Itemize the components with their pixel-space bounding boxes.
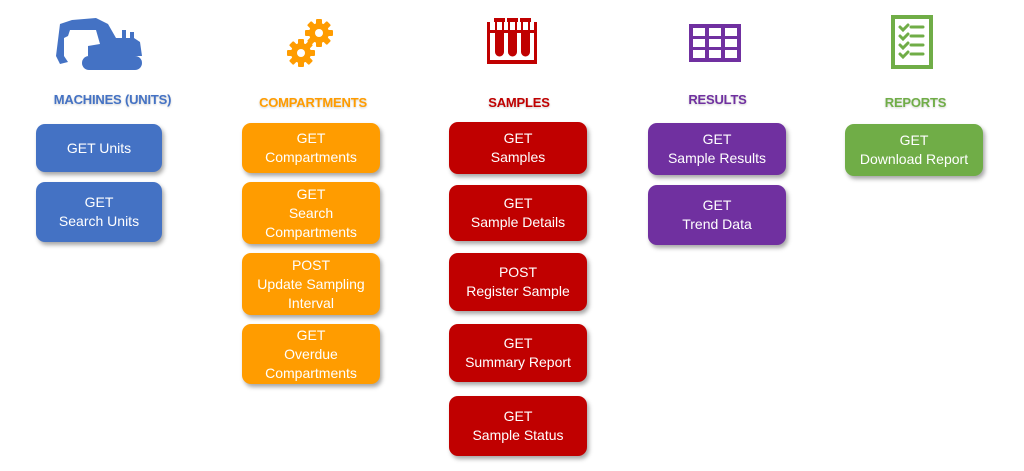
button-label: Samples — [490, 149, 546, 165]
results-heading: RESULTS — [688, 92, 747, 107]
get-samples-button[interactable]: GET Samples — [449, 122, 587, 174]
post-update-sampling-interval-button[interactable]: POST Update Sampling Interval — [242, 253, 380, 315]
button-label: Search Units — [58, 213, 140, 229]
button-label-2: Interval — [288, 294, 334, 311]
button-method: GET — [702, 131, 732, 147]
button-label: Compartments — [265, 149, 357, 165]
button-method: POST — [498, 264, 538, 280]
get-search-compartments-button[interactable]: GET Search Compartments — [242, 182, 380, 244]
table-grid-icon — [689, 24, 741, 62]
button-method: GET — [503, 335, 533, 351]
button-label: Sample Status — [472, 427, 564, 443]
button-method: GET — [296, 326, 326, 343]
button-method: GET — [899, 132, 929, 148]
button-method: GET — [503, 408, 533, 424]
button-label: Register Sample — [466, 283, 570, 299]
button-label: Sample Details — [470, 214, 566, 230]
checklist-icon — [891, 15, 933, 69]
button-method: GET — [84, 194, 114, 210]
button-method: GET — [296, 130, 326, 146]
reports-heading: REPORTS — [884, 95, 947, 110]
compartments-heading: COMPARTMENTS — [259, 95, 367, 110]
button-label: Overdue — [284, 345, 338, 362]
get-overdue-compartments-button[interactable]: GET Overdue Compartments — [242, 324, 380, 384]
machines-heading: MACHINES (UNITS) — [53, 92, 172, 107]
excavator-icon — [56, 18, 142, 70]
button-method: GET — [296, 185, 326, 202]
get-search-units-button[interactable]: GET Search Units — [36, 182, 162, 242]
get-trend-data-button[interactable]: GET Trend Data — [648, 185, 786, 245]
button-method: GET — [503, 130, 533, 146]
button-label: Download Report — [859, 151, 969, 167]
button-label: Summary Report — [465, 354, 571, 370]
button-label: Trend Data — [682, 216, 752, 232]
button-label: GET Units — [66, 139, 132, 156]
button-method: POST — [291, 256, 331, 273]
gears-icon — [287, 19, 333, 67]
button-label-2: Compartments — [265, 223, 357, 240]
get-download-report-button[interactable]: GET Download Report — [845, 124, 983, 176]
button-label: Update Sampling — [257, 275, 365, 292]
button-method: GET — [702, 197, 732, 213]
button-method: GET — [503, 195, 533, 211]
samples-heading: SAMPLES — [488, 95, 550, 110]
get-sample-status-button[interactable]: GET Sample Status — [449, 396, 587, 456]
button-label: Sample Results — [667, 150, 767, 166]
get-compartments-button[interactable]: GET Compartments — [242, 123, 380, 173]
button-label-2: Compartments — [265, 364, 357, 381]
post-register-sample-button[interactable]: POST Register Sample — [449, 253, 587, 311]
button-label: Search — [288, 204, 334, 221]
get-sample-details-button[interactable]: GET Sample Details — [449, 185, 587, 241]
get-summary-report-button[interactable]: GET Summary Report — [449, 324, 587, 382]
test-tubes-icon — [487, 18, 537, 64]
get-units-button[interactable]: GET Units — [36, 124, 162, 172]
get-sample-results-button[interactable]: GET Sample Results — [648, 123, 786, 175]
